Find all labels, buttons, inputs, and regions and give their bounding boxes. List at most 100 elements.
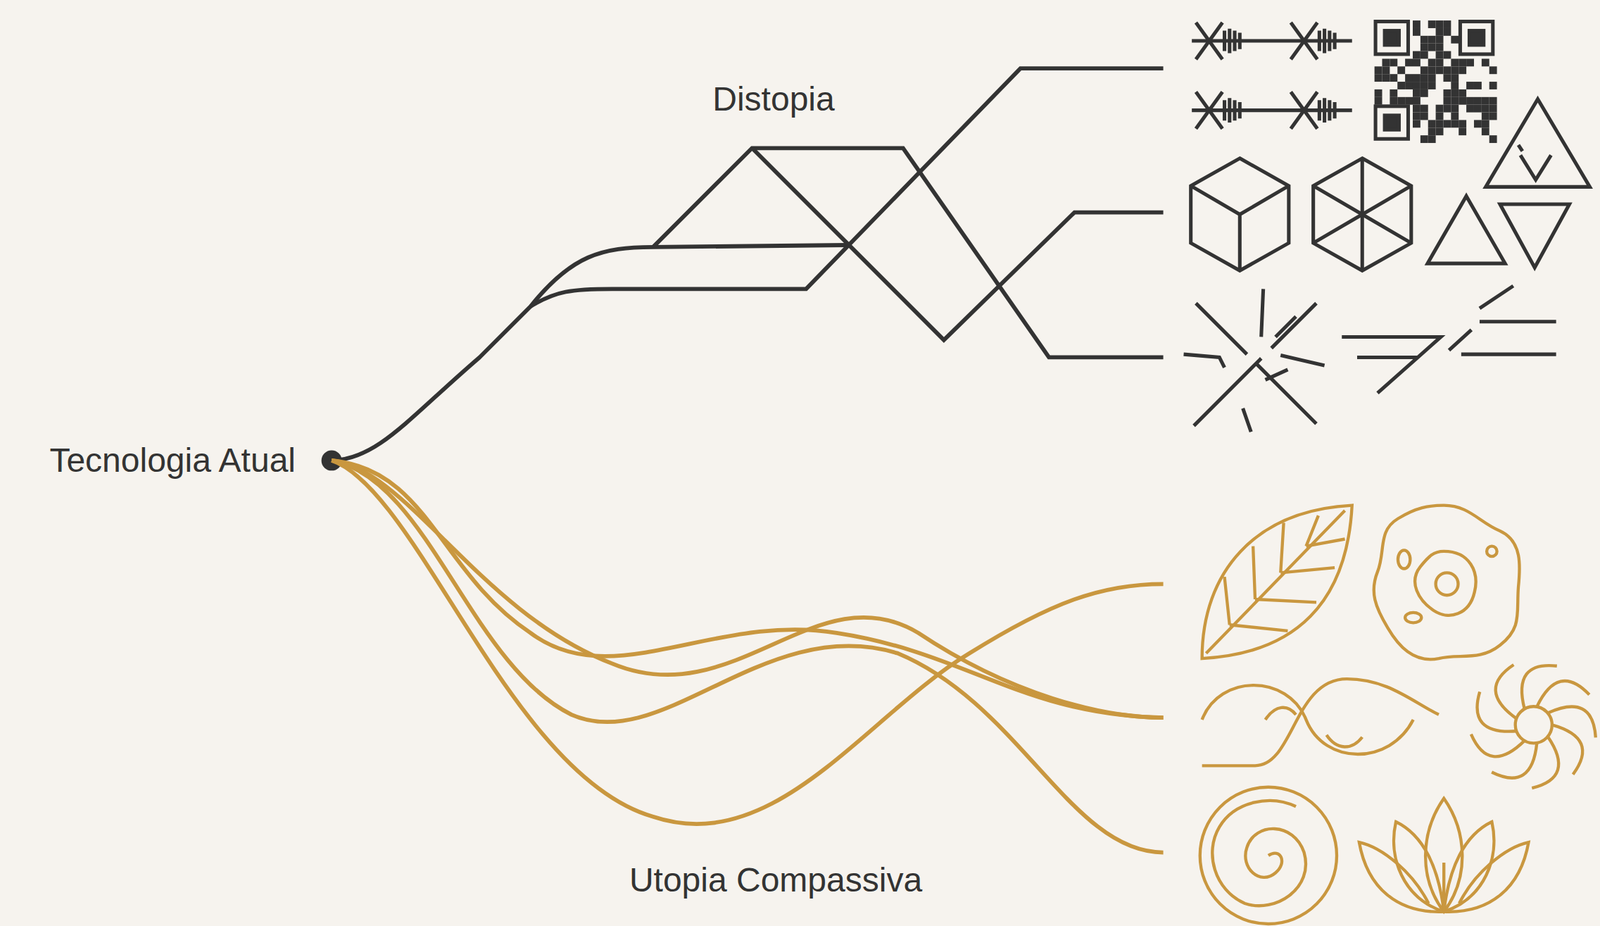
qr-module [1374, 97, 1383, 105]
qr-module [1428, 81, 1436, 90]
qr-module [1435, 119, 1444, 128]
qr-module [1481, 104, 1490, 113]
triangle-symbol [1500, 204, 1570, 268]
qr-module [1450, 81, 1459, 90]
qr-module [1443, 20, 1451, 29]
qr-module [1481, 119, 1490, 128]
qr-module [1481, 112, 1490, 121]
qr-module [1489, 97, 1498, 105]
qr-module [1420, 81, 1429, 90]
qr-module [1466, 97, 1474, 105]
qr-module [1397, 66, 1406, 74]
qr-module [1405, 81, 1413, 90]
qr-module [1458, 119, 1467, 128]
qr-module [1473, 81, 1482, 90]
qr-module [1428, 119, 1436, 128]
qr-module [1412, 97, 1421, 105]
petal-stroke [1547, 706, 1596, 738]
spiral-symbol [1200, 786, 1337, 924]
qr-module [1489, 112, 1498, 121]
cube-symbol [1313, 158, 1412, 271]
qr-module [1382, 66, 1391, 74]
qr-module [1443, 28, 1451, 36]
qr-module [1435, 58, 1444, 67]
qr-module [1443, 73, 1451, 82]
qr-module [1412, 112, 1421, 121]
qr-module [1428, 135, 1436, 143]
lotus-symbol [1359, 798, 1529, 912]
qr-module [1458, 58, 1467, 67]
qr-module [1435, 66, 1444, 74]
qr-code [1374, 20, 1498, 143]
qr-module [1435, 43, 1444, 52]
qr-module [1443, 119, 1451, 128]
qr-module [1473, 97, 1482, 105]
qr-module [1428, 127, 1436, 136]
petal-stroke [1495, 664, 1517, 718]
qr-module [1412, 104, 1421, 113]
qr-module [1450, 104, 1459, 113]
qr-module [1489, 104, 1498, 113]
barbed-wire [1191, 22, 1353, 60]
qr-module [1481, 58, 1490, 67]
qr-module [1481, 97, 1490, 105]
branch-label: Distopia [712, 80, 835, 119]
qr-module [1481, 127, 1490, 136]
qr-module [1450, 35, 1459, 44]
qr-module [1450, 112, 1459, 121]
qr-module [1489, 135, 1498, 143]
qr-module [1435, 127, 1444, 136]
qr-module [1458, 89, 1467, 98]
qr-module [1389, 58, 1398, 67]
qr-module [1405, 97, 1413, 105]
qr-module [1397, 81, 1406, 90]
broken-lines [1183, 288, 1325, 432]
qr-module [1389, 73, 1398, 82]
qr-module [1458, 66, 1467, 74]
qr-module [1450, 73, 1459, 82]
leaf-symbol [1202, 505, 1353, 659]
qr-module [1420, 73, 1429, 82]
dystopia-icons [1183, 20, 1591, 432]
qr-module [1450, 97, 1459, 105]
qr-module [1412, 81, 1421, 90]
zigzag-lines [1341, 285, 1556, 393]
qr-module [1405, 73, 1413, 82]
utopia-icons [1200, 505, 1596, 924]
qr-module [1412, 58, 1421, 67]
qr-module [1374, 89, 1383, 98]
qr-module [1489, 81, 1498, 90]
qr-module [1412, 73, 1421, 82]
qr-module [1435, 20, 1444, 29]
qr-module [1435, 112, 1444, 121]
qr-module [1420, 66, 1429, 74]
qr-module [1428, 35, 1436, 44]
qr-module [1412, 119, 1421, 128]
qr-module [1435, 28, 1444, 36]
qr-module [1420, 112, 1429, 121]
qr-module [1420, 43, 1429, 52]
qr-module [1450, 89, 1459, 98]
qr-module [1412, 89, 1421, 98]
qr-module [1405, 58, 1413, 67]
qr-module [1450, 66, 1459, 74]
qr-module [1473, 104, 1482, 113]
origin-label: Tecnologia Atual [49, 442, 296, 480]
qr-module [1374, 66, 1383, 74]
qr-module [1435, 51, 1444, 60]
qr-module [1443, 66, 1451, 74]
qr-module [1435, 35, 1444, 44]
qr-module [1443, 51, 1451, 60]
qr-module [1450, 119, 1459, 128]
qr-module [1443, 104, 1451, 113]
qr-module [1428, 43, 1436, 52]
qr-module [1458, 97, 1467, 105]
triangle-symbol [1427, 195, 1505, 264]
qr-module [1397, 97, 1406, 105]
dystopia-branches [331, 68, 1163, 461]
qr-module [1466, 58, 1474, 67]
qr-module [1412, 20, 1421, 29]
qr-module [1428, 58, 1436, 67]
qr-module [1428, 20, 1436, 29]
utopia-branches [331, 460, 1163, 853]
